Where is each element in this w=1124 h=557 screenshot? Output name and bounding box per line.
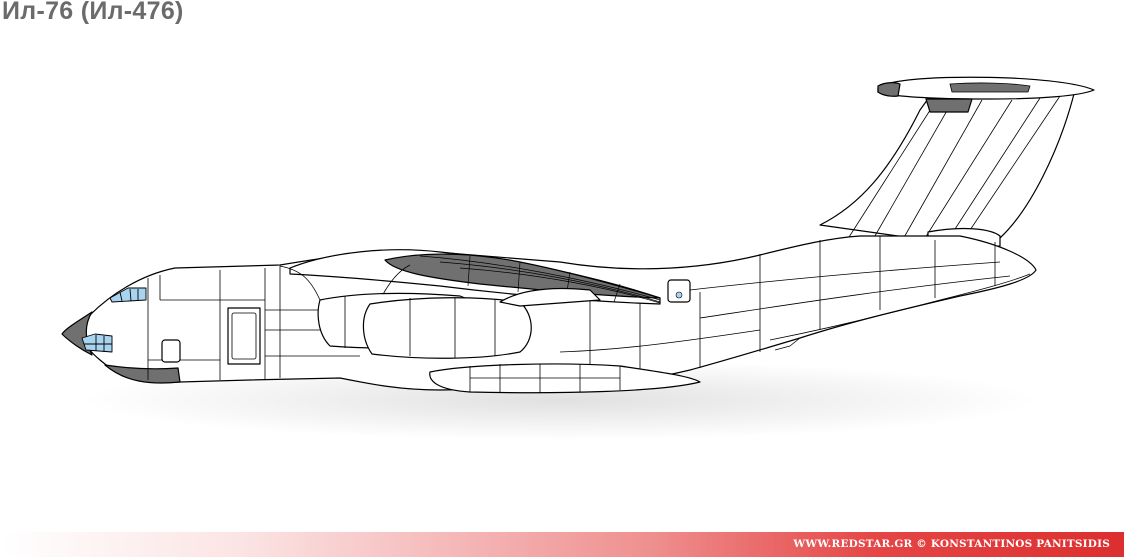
rear-port-window-glass xyxy=(675,291,683,299)
crew-hatch xyxy=(161,339,181,363)
engine-panel-lines xyxy=(344,296,496,358)
sponson-panel-lines xyxy=(469,364,621,393)
rear-ramp-hinge xyxy=(774,337,801,351)
lower-nose-fairing xyxy=(104,364,181,384)
stabilizer-dark-band xyxy=(925,98,973,113)
page-title: Ил-76 (Ил-476) xyxy=(2,0,184,25)
rear-ramp-line xyxy=(769,273,1031,341)
side-door-inner xyxy=(231,312,257,360)
wing-flap-lines xyxy=(419,255,661,304)
footer-banner: WWW.REDSTAR.GR © KONSTANTINOS PANITSIDIS xyxy=(0,532,1124,557)
stabilizer-tip xyxy=(877,82,901,97)
fuselage-panel-lines xyxy=(147,236,1011,388)
engine-nacelle-outer xyxy=(362,297,532,359)
copyright-credit: WWW.REDSTAR.GR © KONSTANTINOS PANITSIDIS xyxy=(793,538,1110,550)
aircraft-side-view-drawing xyxy=(61,76,1095,440)
stabilizer-panel xyxy=(949,82,1031,93)
engine-pylon xyxy=(499,287,601,307)
tail-fin-ribs xyxy=(841,95,1061,249)
ground-shadow xyxy=(80,360,1040,440)
wing-leading-edge-shade xyxy=(384,253,661,299)
cockpit-windows xyxy=(81,287,147,353)
rear-port-window xyxy=(667,279,691,303)
tail-fin xyxy=(819,89,1076,243)
